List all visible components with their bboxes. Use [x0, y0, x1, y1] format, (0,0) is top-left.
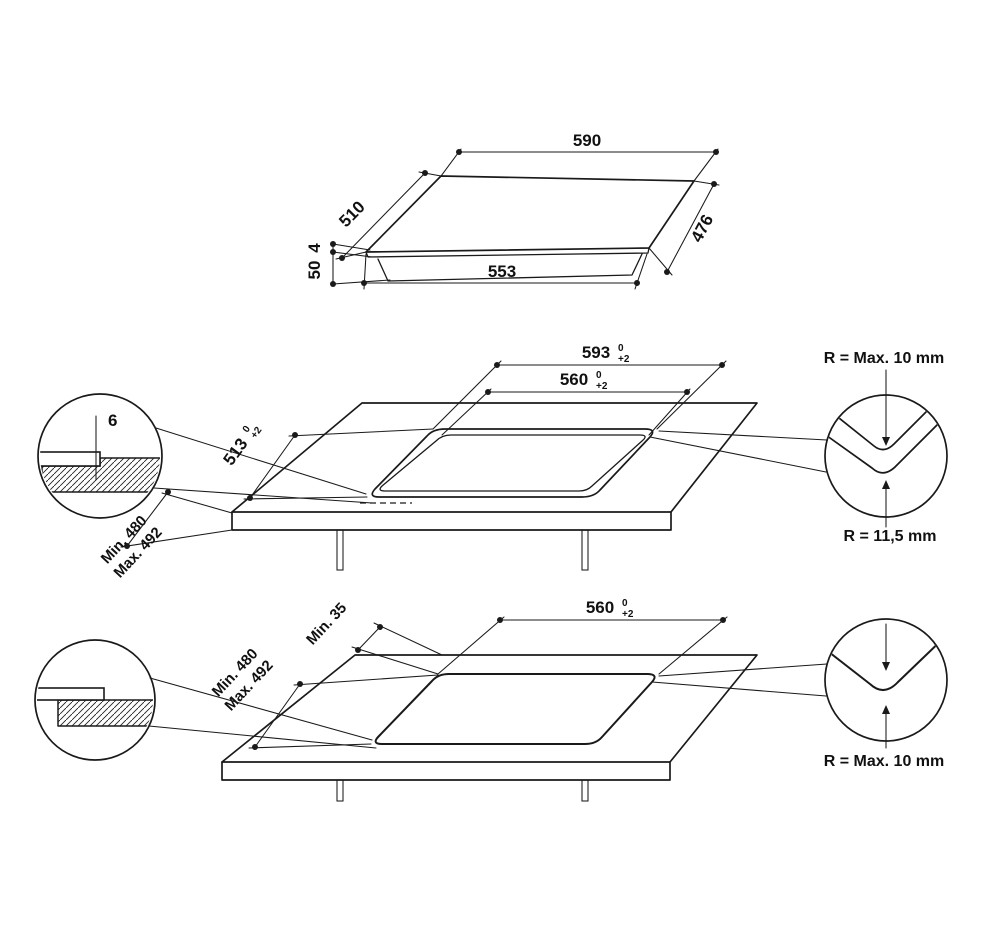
corner-radius-detail-flush: R = Max. 10 mm R = 11,5 mm — [649, 350, 948, 545]
dim-depth-left-label: 510 — [335, 197, 368, 231]
edge-detail-label: 6 — [108, 411, 117, 430]
dim-inner-width-overlap: 560 0 +2 — [437, 598, 728, 675]
dim-glass-thickness-label: 4 — [305, 243, 324, 253]
cutout-flush — [360, 428, 654, 504]
dim-front-distance-flush: Min. 480 Max. 492 — [98, 489, 233, 581]
radius-bottom-label: R = 11,5 mm — [844, 528, 937, 545]
dim-inner-width: 560 0 +2 — [441, 370, 691, 436]
radius-top-label: R = Max. 10 mm — [824, 350, 945, 367]
countertop — [231, 402, 758, 571]
flush-install-view: 593 0 +2 560 0 +2 513 0 +2 — [37, 343, 948, 581]
dim-cutout-depth-tol-bottom: +2 — [249, 425, 265, 441]
cooktop-perspective-view: 590 510 476 553 — [305, 131, 720, 290]
dim-outer-width-tol-top: 0 — [618, 343, 624, 354]
cutout-overlap — [374, 673, 656, 745]
dim-inner-width-overlap-tol-top: 0 — [622, 598, 628, 609]
edge-profile-detail-overlap — [34, 639, 377, 761]
dim-depth-right: 476 — [648, 180, 720, 276]
dim-outer-width: 593 0 +2 — [432, 343, 727, 430]
dim-side-clearance: Min. 35 — [303, 600, 443, 675]
dim-outer-width-label: 593 — [582, 343, 610, 362]
dim-cutout-depth: 513 0 +2 — [220, 424, 434, 501]
dim-heights: 4 50 — [305, 241, 391, 287]
edge-profile-detail-flush: 6 — [37, 393, 373, 519]
dim-width-top-label: 590 — [573, 131, 601, 150]
dim-inner-width-tol-bottom: +2 — [596, 381, 608, 392]
countertop-overlap — [221, 654, 758, 802]
dim-cutout-depth-tol-top: 0 — [241, 424, 253, 435]
dim-body-height-label: 50 — [305, 261, 324, 280]
dim-width-top: 590 — [440, 131, 719, 182]
side-clearance-label: Min. 35 — [303, 600, 350, 649]
dim-inner-width-tol-top: 0 — [596, 370, 602, 381]
dim-outer-width-tol-bottom: +2 — [618, 354, 630, 365]
dim-cutout-depth-label: 513 — [220, 435, 252, 469]
cooktop-outline — [365, 175, 695, 282]
dim-width-bottom-label: 553 — [488, 262, 516, 281]
dim-width-bottom: 553 — [361, 253, 648, 290]
overlap-install-view: 560 0 +2 Min. 480 Max. 492 Min. 35 — [34, 598, 948, 802]
dim-inner-width-label: 560 — [560, 370, 588, 389]
radius-label-overlap: R = Max. 10 mm — [824, 753, 945, 770]
dim-inner-width-overlap-label: 560 — [586, 598, 614, 617]
dim-depth-right-label: 476 — [687, 211, 717, 245]
dim-inner-width-overlap-tol-bottom: +2 — [622, 609, 634, 620]
dim-front-distance-overlap: Min. 480 Max. 492 — [209, 645, 439, 750]
corner-radius-detail-overlap: R = Max. 10 mm — [651, 618, 948, 770]
